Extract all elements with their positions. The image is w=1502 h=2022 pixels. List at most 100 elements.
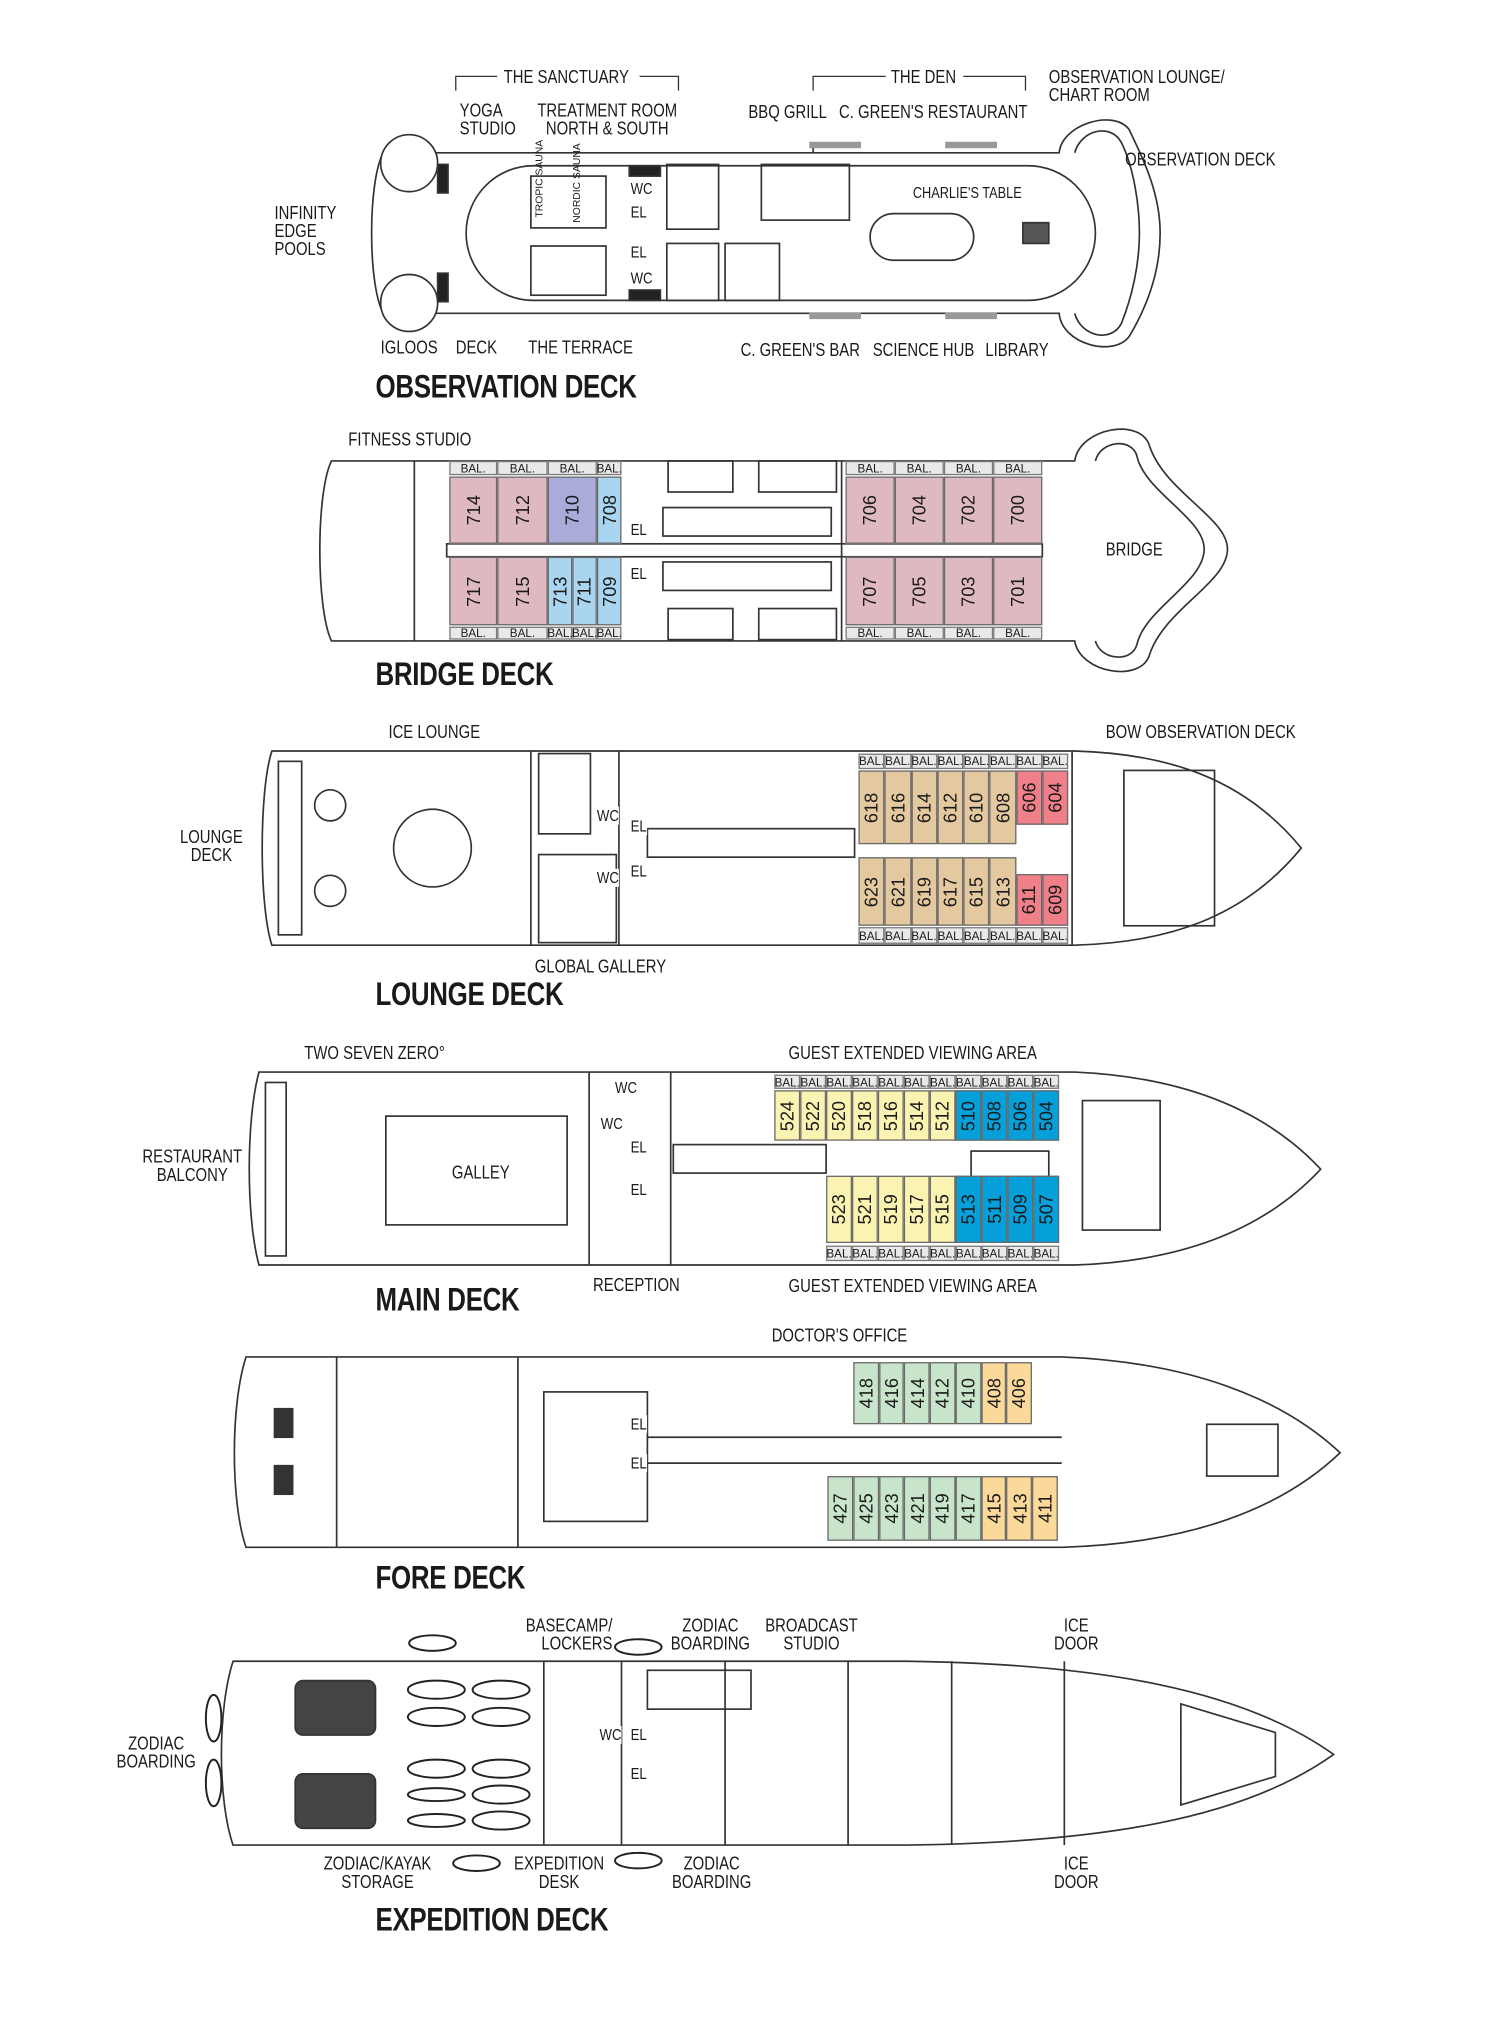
cabin-413[interactable]: 413 (1006, 1476, 1033, 1541)
cabin-522[interactable]: 522 (800, 1090, 827, 1141)
label-line: BOARDING (670, 1632, 751, 1654)
cabin-615[interactable]: 615 (963, 857, 990, 926)
label-line: BROADCAST (765, 1614, 858, 1636)
cabin-609[interactable]: 609 (1041, 873, 1069, 926)
label-the-den: THE DEN (890, 66, 957, 87)
label-the-terrace: THE TERRACE (528, 336, 633, 358)
cabin-408[interactable]: 408 (980, 1362, 1007, 1425)
cabin-701[interactable]: 701 (993, 556, 1043, 626)
cabin-711[interactable]: 711 (572, 556, 597, 626)
cabin-414[interactable]: 414 (904, 1362, 930, 1425)
cabin-705[interactable]: 705 (894, 556, 944, 626)
cabin-418[interactable]: 418 (853, 1362, 879, 1425)
balcony-513: BAL. (955, 1245, 982, 1262)
cabin-706[interactable]: 706 (845, 476, 895, 544)
balcony-515: BAL. (929, 1245, 956, 1262)
cabin-516[interactable]: 516 (877, 1090, 904, 1141)
cabin-715[interactable]: 715 (497, 556, 548, 626)
cabin-712[interactable]: 712 (497, 476, 548, 544)
cabin-508[interactable]: 508 (981, 1090, 1008, 1141)
main-deck-hull (248, 1071, 1322, 1266)
cabin-509[interactable]: 509 (1007, 1175, 1034, 1244)
cabin-704[interactable]: 704 (894, 476, 944, 544)
cabin-717[interactable]: 717 (449, 556, 498, 626)
label-global-gallery: GLOBAL GALLERY (534, 955, 667, 977)
cabin-604[interactable]: 604 (1041, 770, 1069, 825)
cabin-514[interactable]: 514 (903, 1090, 930, 1141)
cabin-406[interactable]: 406 (1006, 1362, 1032, 1425)
cabin-416[interactable]: 416 (878, 1362, 905, 1425)
cabin-700[interactable]: 700 (993, 476, 1043, 544)
cabin-608[interactable]: 608 (989, 770, 1016, 845)
cabin-524[interactable]: 524 (774, 1090, 801, 1141)
wc-marker: WC (600, 1114, 623, 1133)
cabin-515[interactable]: 515 (929, 1175, 956, 1244)
label-line: BALCONY (156, 1164, 228, 1185)
balcony-614: BAL. (910, 753, 938, 770)
cabin-419[interactable]: 419 (929, 1476, 956, 1541)
balcony-705: BAL. (894, 626, 944, 640)
cabin-421[interactable]: 421 (904, 1476, 930, 1541)
cabin-610[interactable]: 610 (963, 770, 990, 845)
cabin-519[interactable]: 519 (877, 1175, 904, 1244)
elevator-marker: EL (630, 564, 647, 583)
cabin-621[interactable]: 621 (884, 857, 911, 926)
label-nordic-sauna: NORDIC SAUNA (571, 143, 583, 223)
cabin-713[interactable]: 713 (547, 556, 573, 626)
section-brackets (455, 75, 1027, 91)
label-tropic-sauna: TROPIC SAUNA (533, 139, 546, 218)
cabin-412[interactable]: 412 (929, 1362, 956, 1425)
balcony-613: BAL. (989, 927, 1016, 944)
cabin-504[interactable]: 504 (1033, 1090, 1060, 1141)
cabin-510[interactable]: 510 (955, 1090, 982, 1141)
cabin-619[interactable]: 619 (910, 857, 938, 926)
cabin-427[interactable]: 427 (827, 1476, 853, 1541)
cabin-714[interactable]: 714 (449, 476, 498, 544)
cabin-425[interactable]: 425 (852, 1476, 879, 1541)
cabin-708[interactable]: 708 (596, 476, 622, 544)
cabin-611[interactable]: 611 (1015, 873, 1042, 926)
cabin-523[interactable]: 523 (826, 1175, 852, 1244)
cabin-617[interactable]: 617 (937, 857, 964, 926)
wc-marker: WC (596, 868, 619, 887)
cabin-410[interactable]: 410 (955, 1362, 981, 1425)
label-line: EDGE (274, 220, 317, 241)
cabin-513[interactable]: 513 (955, 1175, 982, 1244)
cabin-521[interactable]: 521 (851, 1175, 878, 1244)
label-line: DECK (190, 844, 233, 865)
label-viewing-area-top: GUEST EXTENDED VIEWING AREA (788, 1042, 1037, 1064)
title-lounge-deck: LOUNGE DECK (375, 976, 564, 1013)
cabin-612[interactable]: 612 (937, 770, 964, 845)
cabin-417[interactable]: 417 (955, 1476, 981, 1541)
cabin-613[interactable]: 613 (989, 857, 1016, 926)
cabin-618[interactable]: 618 (858, 770, 885, 845)
cabin-606[interactable]: 606 (1015, 770, 1042, 825)
cabin-511[interactable]: 511 (981, 1175, 1008, 1244)
cabin-415[interactable]: 415 (981, 1476, 1007, 1541)
cabin-506[interactable]: 506 (1007, 1090, 1034, 1141)
cabin-520[interactable]: 520 (826, 1090, 852, 1141)
cabin-709[interactable]: 709 (596, 556, 622, 626)
cabin-623[interactable]: 623 (858, 857, 885, 926)
elevator-marker: EL (630, 1138, 647, 1157)
balcony-703: BAL. (943, 626, 994, 640)
cabin-423[interactable]: 423 (878, 1476, 905, 1541)
cabin-517[interactable]: 517 (903, 1175, 930, 1244)
observation-deck-hull (370, 119, 1161, 348)
cabin-616[interactable]: 616 (884, 770, 911, 845)
label-line: CHART ROOM (1048, 84, 1150, 105)
cabin-702[interactable]: 702 (943, 476, 994, 544)
cabin-518[interactable]: 518 (851, 1090, 878, 1141)
cabin-507[interactable]: 507 (1033, 1175, 1060, 1244)
cabin-703[interactable]: 703 (943, 556, 994, 626)
cabin-411[interactable]: 411 (1032, 1476, 1058, 1541)
cabin-614[interactable]: 614 (910, 770, 938, 845)
cabin-710[interactable]: 710 (547, 476, 597, 544)
cabin-512[interactable]: 512 (929, 1090, 956, 1141)
label-bbq-grill: BBQ GRILL (748, 100, 827, 122)
cabin-707[interactable]: 707 (845, 556, 895, 626)
elevator-marker: EL (630, 817, 647, 836)
